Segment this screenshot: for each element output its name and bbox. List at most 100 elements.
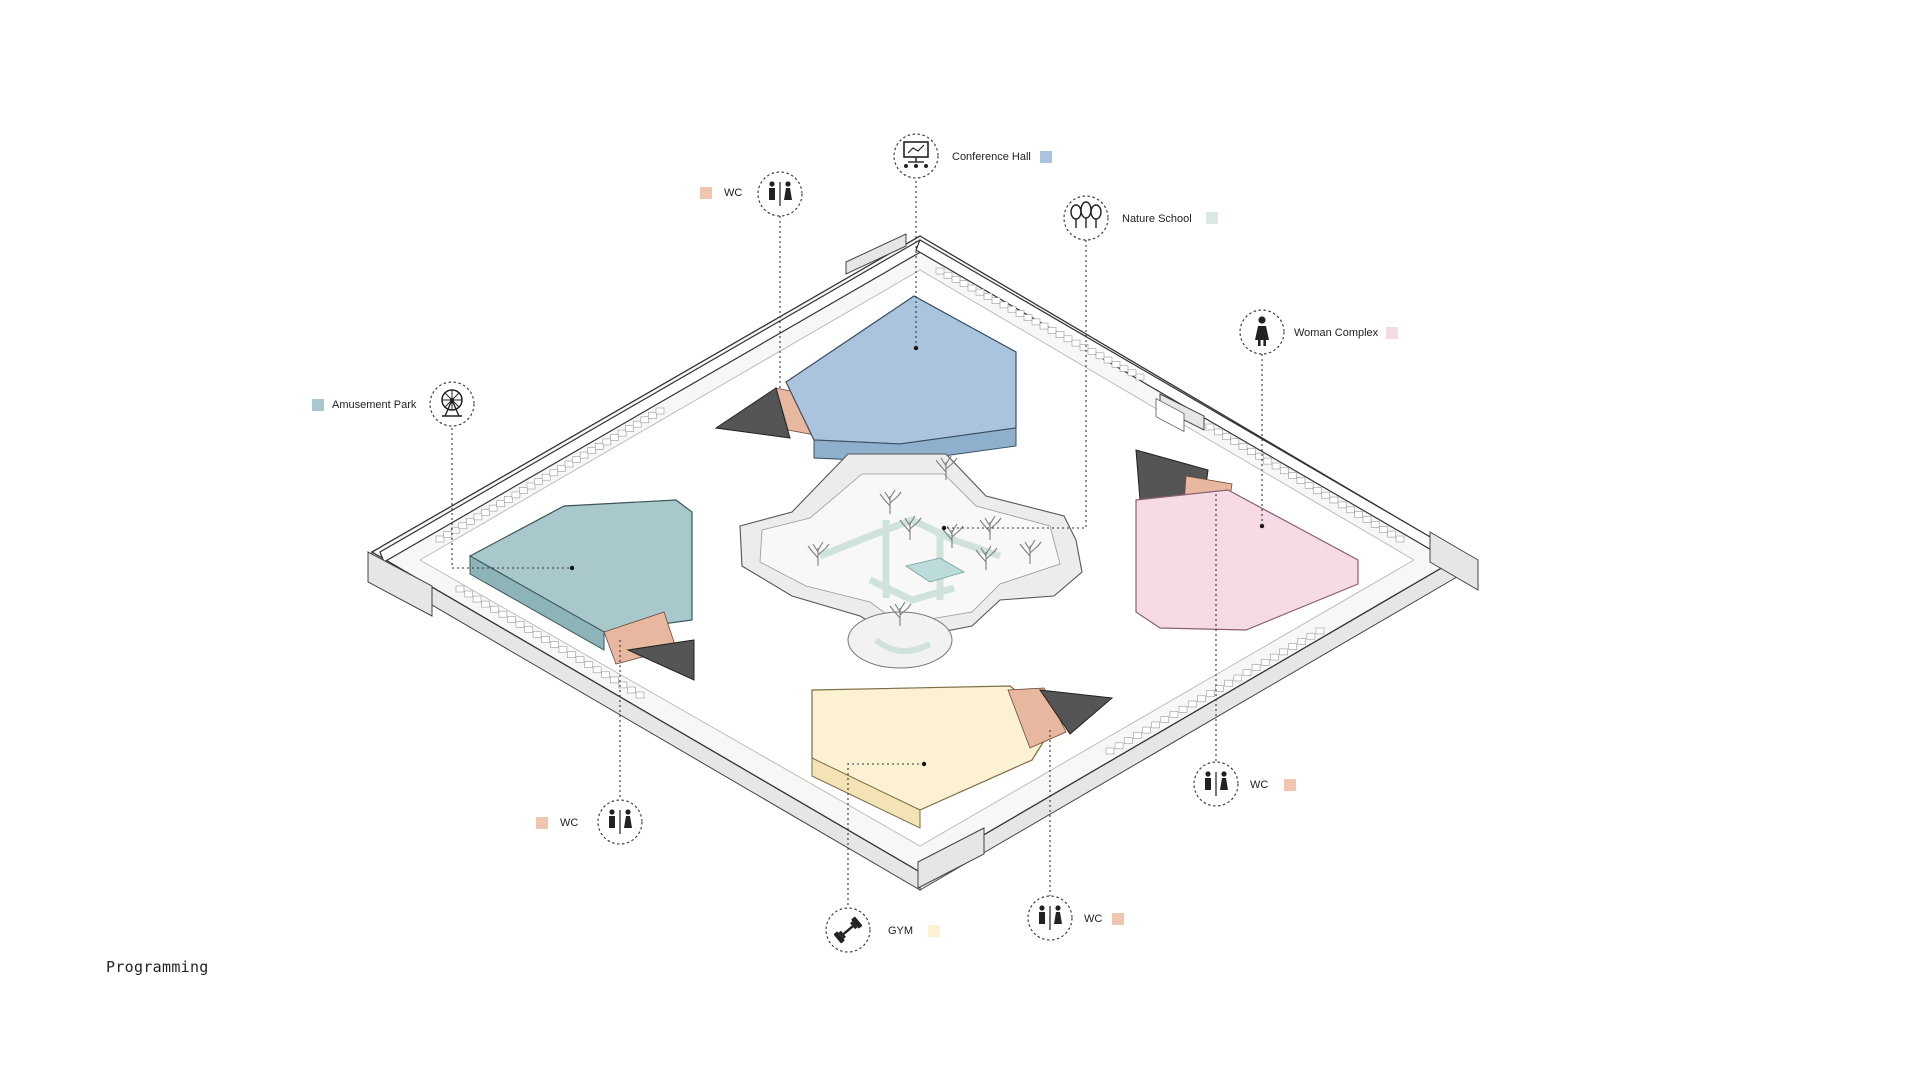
wall-end-block-top: [845, 233, 907, 275]
parking-stall: [481, 509, 490, 516]
wc-right-swatch: [1284, 779, 1296, 791]
wall-end-block-right: [1429, 531, 1479, 591]
nature-school-label: Nature School: [1122, 213, 1192, 225]
gym-swatch: [928, 925, 940, 937]
parking-stall: [1222, 433, 1231, 441]
wc-bottom-label: WC: [1084, 913, 1102, 925]
amusement-park-facade: [469, 555, 605, 651]
parking-stall: [1111, 360, 1121, 368]
parking-stall: [541, 473, 551, 481]
tree: [899, 515, 922, 540]
parking-stall: [549, 469, 559, 477]
parking-stall: [579, 451, 589, 459]
parking-stall: [1306, 632, 1316, 640]
parking-stall: [541, 636, 551, 643]
nature-school-callout: Nature School: [1063, 195, 1218, 241]
parking-stall: [609, 676, 619, 684]
parking-stall: [1178, 705, 1188, 713]
parking-stall: [594, 442, 604, 450]
parking-stall: [1230, 438, 1240, 445]
nature-school-trees: [807, 455, 1042, 626]
parking-stall: [1023, 314, 1033, 321]
parking-stall: [455, 585, 465, 593]
parking-stall: [1387, 530, 1396, 538]
parking-stall: [1297, 638, 1306, 645]
parking-stall: [1124, 737, 1133, 744]
tree: [879, 489, 902, 514]
tree: [941, 523, 964, 548]
parking-stall: [1379, 525, 1388, 533]
wc-bottom-callout: WC: [1027, 895, 1124, 941]
diagram-caption: Programming: [106, 958, 209, 976]
dumbbell-icon: [833, 916, 863, 944]
parking-stall: [1055, 331, 1065, 338]
amusement-park-callout: Amusement Park: [312, 381, 475, 427]
parking-stall: [1233, 674, 1243, 682]
parking-stall: [1151, 721, 1160, 729]
parking-stall: [967, 284, 977, 292]
parking-stall: [1103, 356, 1113, 364]
parking-stall: [1224, 679, 1233, 687]
parking-stall: [503, 495, 513, 503]
nature-school-swatch: [1206, 212, 1218, 224]
parking-stall: [1160, 716, 1170, 724]
leader-lines: [451, 176, 1263, 910]
parking-stall: [1127, 369, 1137, 377]
parking-stall: [1260, 658, 1270, 666]
parking-stall: [1197, 695, 1206, 703]
parking-stall: [1329, 496, 1339, 504]
nature-school-courtyard: [759, 473, 1061, 625]
parking-stall: [498, 610, 508, 618]
amusement-park-swatch: [312, 399, 324, 411]
parking-stall: [443, 531, 452, 538]
wc-left-swatch: [536, 817, 548, 829]
woman-complex-label: Woman Complex: [1294, 327, 1379, 339]
parking-stall: [519, 487, 528, 494]
gym-service-block: [1038, 689, 1114, 735]
parking-stall: [627, 686, 636, 694]
parking-stall: [655, 407, 665, 415]
wall-end-block-left: [367, 551, 433, 617]
parking-stall: [1206, 690, 1215, 697]
parking-stall: [1114, 742, 1124, 750]
parking-stall: [592, 666, 602, 674]
parking-stall: [458, 522, 468, 530]
tree: [889, 601, 912, 626]
parking-stall: [1247, 447, 1256, 455]
parking-stall: [481, 600, 491, 608]
parking-stall: [567, 651, 576, 658]
restroom-icon: [769, 181, 792, 206]
gym-label: GYM: [888, 925, 913, 937]
parking-stall: [465, 517, 475, 525]
parking-stall: [1187, 700, 1197, 708]
parking-stall: [1279, 648, 1288, 656]
parking-stall: [1395, 535, 1405, 543]
parking-stall: [526, 482, 536, 490]
parking-stall: [1079, 343, 1089, 351]
parking-stall: [532, 631, 542, 638]
parking-stall: [632, 420, 642, 428]
parking-stall: [558, 646, 568, 653]
parking-stall: [1304, 482, 1314, 489]
tree: [979, 515, 1002, 540]
woman-complex-block: [1135, 449, 1359, 631]
tree: [975, 545, 998, 570]
wc-left-label: WC: [560, 817, 578, 829]
parking-stall: [507, 615, 516, 623]
parking-stall: [575, 656, 585, 664]
trees-icon: [1070, 201, 1102, 228]
parking-stall: [610, 434, 619, 441]
gym-facade: [811, 757, 921, 829]
parking-stall: [991, 297, 1001, 305]
parking-stall: [515, 620, 525, 628]
woman-icon: [1255, 316, 1269, 346]
kiosk-right: [1155, 398, 1185, 433]
nature-school-pool: [905, 557, 966, 583]
parking-stall: [1214, 428, 1223, 436]
parking-stall: [1315, 627, 1325, 635]
parking-stall: [1095, 352, 1105, 360]
parking-stall: [1280, 467, 1289, 475]
parking-rows: [435, 267, 1405, 755]
wc-right-callout: WC: [1193, 761, 1296, 807]
parking-stall: [1288, 643, 1297, 651]
